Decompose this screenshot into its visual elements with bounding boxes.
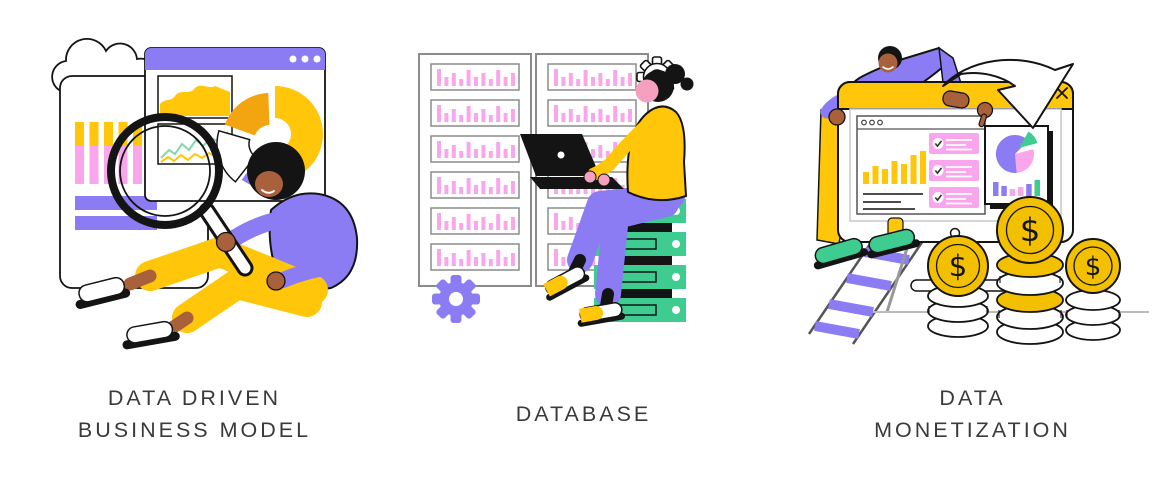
close-x-icon [1055,87,1068,99]
illustration-data-driven-business-model [50,38,358,350]
leg [594,191,679,307]
coin-stack: $ [926,235,989,338]
checklist-cards [928,133,979,208]
pie-chart-card [983,125,1053,209]
sneaker [122,320,180,350]
figure-data-monetization: $ $ [778,0,1167,446]
face [635,79,658,103]
check-icon [934,167,942,175]
caption-data-driven-business-model: DATA DRIVEN BUSINESS MODEL [77,386,312,442]
bar-chart [862,151,926,184]
window-dots-icon [860,119,883,126]
arm [274,258,343,288]
ladder [807,221,930,345]
dollar-sign: $ [948,249,966,283]
analyst-person [75,142,358,350]
hand [827,108,846,126]
check-icon [934,140,942,148]
caption-database: DATABASE [515,402,652,426]
window-dots-icon [289,55,320,63]
analytics-browser-window [143,47,326,202]
sneaker [866,228,920,259]
climber-hands [827,90,993,128]
climber-feet [813,217,920,270]
server-rack-left [417,53,532,287]
hand [265,271,286,291]
figure-database: DATABASE [389,0,778,446]
mini-bar-chart [992,180,1040,196]
dollar-coin-stacks: $ $ [926,196,1121,345]
text-lines [862,193,923,210]
sneaker [542,266,589,301]
gear-purple-icon [431,275,480,323]
browser-window [855,115,986,215]
magnifying-glass-icon [106,113,253,277]
pointing-finger [977,113,987,128]
check-icon [934,194,942,202]
sneaker [577,301,625,327]
refresh-arrow-icon [941,58,1074,129]
illustration-data-monetization: $ $ [807,46,1149,345]
sneaker [813,237,868,270]
sneaker [75,276,130,309]
illustration-database [417,53,693,327]
caption-data-monetization: DATA MONETIZATION [874,386,1071,442]
coin-stack: $ [995,196,1064,345]
dollar-sign: $ [1084,252,1101,282]
hand [597,173,610,187]
hand [941,90,970,109]
window-titlebar [144,48,325,70]
hand [583,170,596,184]
developer-person [519,64,693,327]
dollar-sign: $ [1019,211,1039,249]
pie-chart [995,131,1037,173]
figure-data-driven-business-model: DATA DRIVEN BUSINESS MODEL [0,0,389,446]
area-chart [156,75,233,119]
leg [171,269,322,333]
hand [215,231,236,253]
arm [226,207,309,247]
coin-stack: $ [1064,238,1121,341]
arm [587,113,658,181]
